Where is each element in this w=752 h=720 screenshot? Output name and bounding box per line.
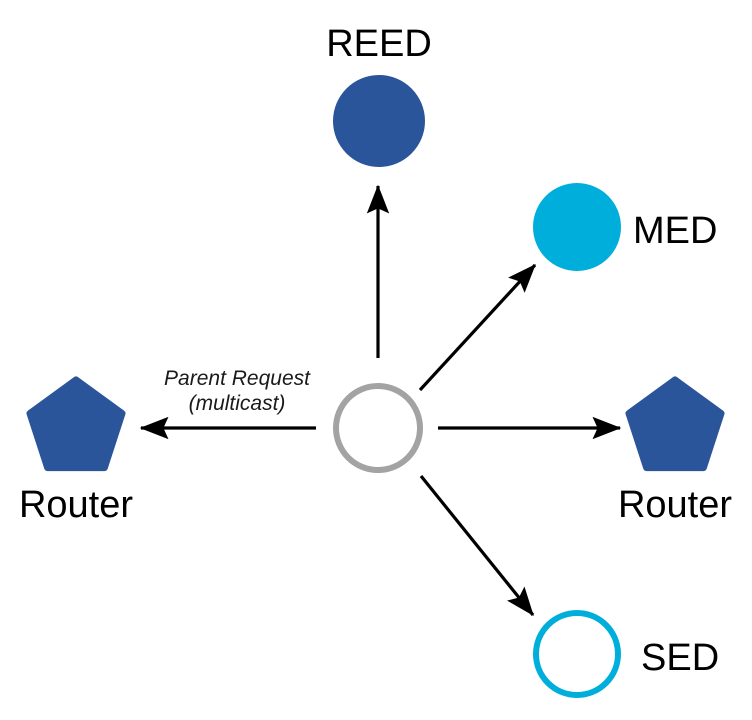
joining-device-node[interactable]: [333, 383, 423, 473]
router-left-label: Router: [19, 484, 133, 526]
parent-request-label-line2: (multicast): [189, 392, 286, 415]
arrow-to-med: [418, 263, 537, 392]
router-right-label: Router: [618, 484, 732, 526]
router-left-node[interactable]: [26, 376, 126, 472]
sed-label: SED: [641, 637, 719, 679]
sed-node[interactable]: [533, 610, 621, 698]
arrow-to-sed: [419, 474, 535, 617]
arrow-group: [139, 184, 622, 617]
med-label: MED: [633, 210, 717, 252]
parent-request-label-line1: Parent Request: [164, 367, 311, 390]
router-right-node[interactable]: [625, 376, 725, 472]
med-node[interactable]: [533, 183, 621, 271]
reed-label: REED: [326, 23, 432, 65]
reed-node[interactable]: [333, 75, 425, 167]
